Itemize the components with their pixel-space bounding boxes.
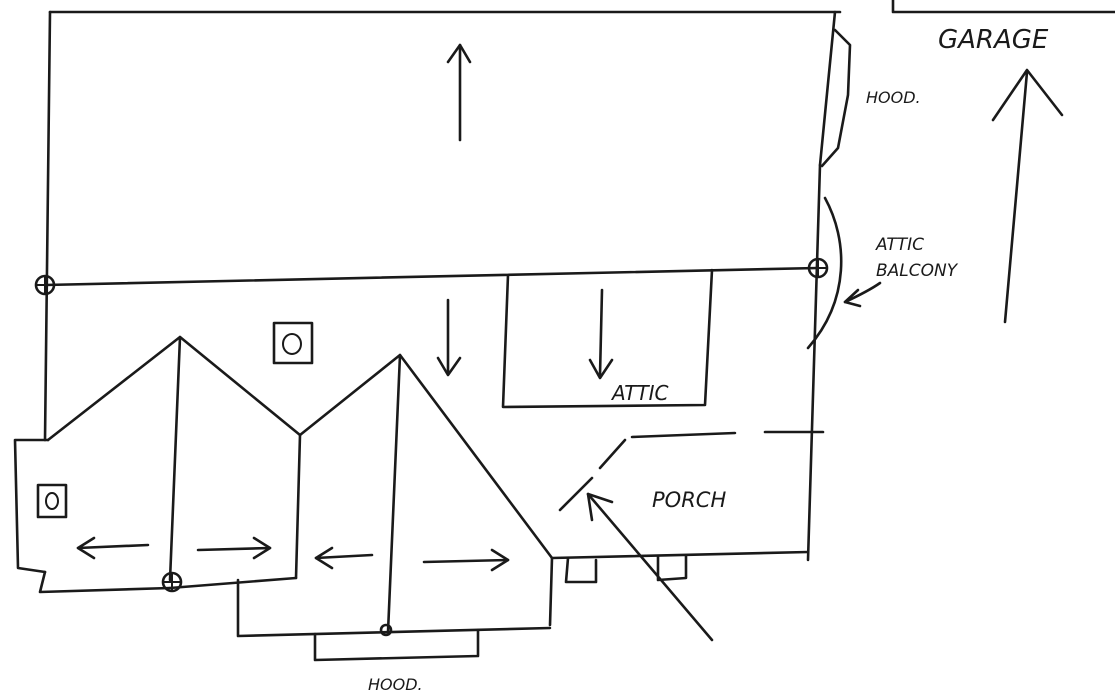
up-arrow-upper-slope (446, 43, 472, 142)
attic-label: ATTIC (610, 381, 669, 405)
vent-square-roof (272, 321, 314, 365)
garage-arrow (991, 68, 1064, 324)
hood-bottom-label: HOOD. (368, 675, 423, 694)
down-arrow-lower-slope (436, 298, 462, 377)
attic-balcony-leader (843, 281, 882, 308)
attic-balcony-label-line2: BALCONY (876, 261, 959, 281)
lower-wall-outline (168, 576, 552, 638)
attic-balcony-label-line1: ATTIC (875, 235, 924, 255)
porch-leader-arrow (586, 492, 714, 642)
main-roof-outline (43, 10, 842, 562)
attic-balcony-outline (806, 196, 843, 350)
bottom-hood-outline (313, 628, 480, 662)
garage-outline (891, 0, 1115, 14)
porch-outline (550, 430, 825, 584)
right-hood-outline (820, 28, 852, 168)
ridge-line (34, 257, 829, 296)
gable-center-outline (298, 353, 554, 634)
slope-arrows-gables (76, 536, 510, 572)
garage-label: GARAGE (938, 25, 1049, 55)
left-extension-outline (13, 438, 172, 594)
gable-end-markers (161, 571, 393, 637)
hood-top-label: HOOD. (866, 88, 921, 107)
gable-left-outline (46, 335, 302, 582)
attic-dormer-outline (501, 268, 714, 409)
porch-label: PORCH (652, 488, 726, 512)
